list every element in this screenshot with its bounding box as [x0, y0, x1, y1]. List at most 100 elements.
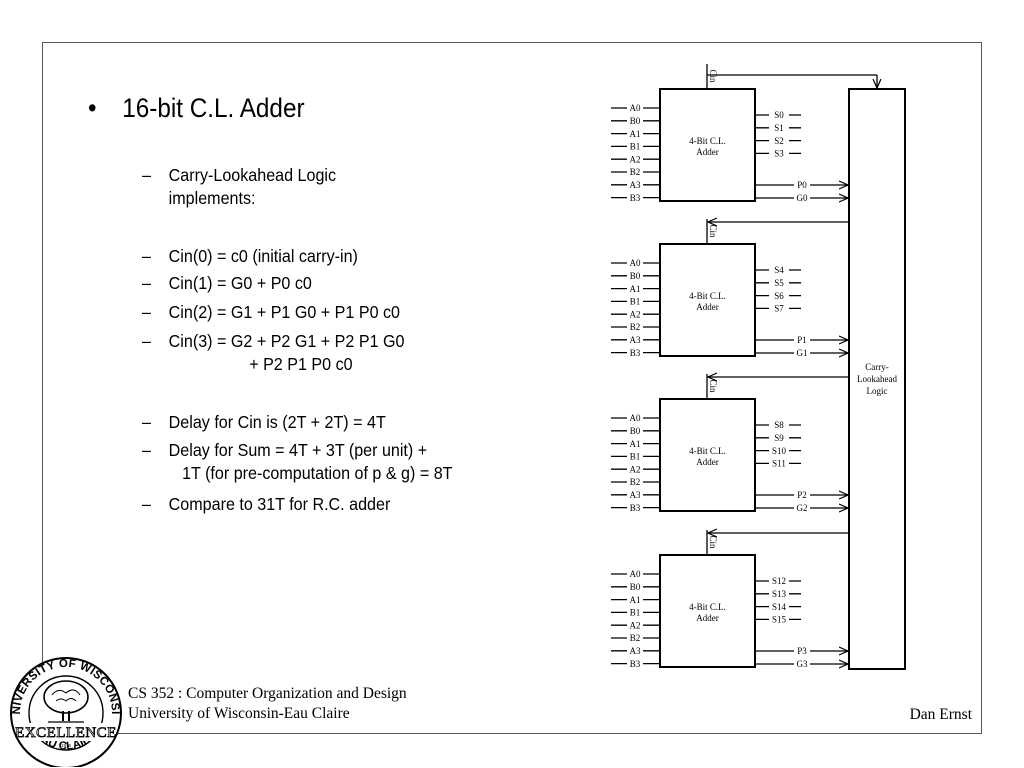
input-label: B1	[630, 297, 641, 307]
input-label-bg	[627, 426, 643, 436]
input-label-bg	[627, 569, 643, 579]
input-label: A1	[630, 439, 641, 449]
input-label: A1	[630, 129, 641, 139]
input-label-bg	[627, 284, 643, 294]
input-label-bg	[627, 258, 643, 268]
pg-label-bg	[794, 348, 810, 358]
seal-middle-text: EXCELLENCE	[15, 725, 117, 741]
input-label: B0	[630, 582, 641, 592]
input-label: A1	[630, 595, 641, 605]
sum-label-bg	[769, 148, 789, 158]
sum-label-bg	[769, 278, 789, 288]
pg-label: G1	[797, 348, 808, 358]
input-label: B3	[630, 348, 641, 358]
input-label-bg	[627, 607, 643, 617]
input-label-bg	[627, 348, 643, 358]
sum-label: S2	[774, 136, 784, 146]
item-line: Delay for Cin is (2T + 2T) = 4T	[168, 412, 386, 432]
pg-label-bg	[794, 335, 810, 345]
input-label-bg	[627, 464, 643, 474]
input-label: A0	[630, 103, 641, 113]
input-label-bg	[627, 116, 643, 126]
sum-label: S10	[772, 446, 787, 456]
input-label: A2	[630, 620, 641, 630]
input-label: A1	[630, 284, 641, 294]
sum-label: S4	[774, 265, 784, 275]
pg-label: P0	[797, 180, 807, 190]
input-label: A0	[630, 413, 641, 423]
input-label: B0	[630, 271, 641, 281]
input-label: B1	[630, 142, 641, 152]
slide-frame	[42, 42, 982, 734]
input-label-bg	[627, 154, 643, 164]
adder-block-label: Adder	[696, 457, 719, 467]
input-label-bg	[627, 490, 643, 500]
input-label-bg	[627, 659, 643, 669]
adder-block	[659, 243, 756, 357]
sum-label: S1	[774, 123, 784, 133]
sum-label-bg	[769, 265, 789, 275]
input-label-bg	[627, 477, 643, 487]
sum-label-bg	[769, 433, 789, 443]
input-label-bg	[627, 193, 643, 203]
university-name: University of Wisconsin-Eau Claire	[128, 705, 350, 722]
pg-label-bg	[794, 659, 810, 669]
sum-label: S3	[774, 149, 784, 159]
input-label: B2	[630, 167, 641, 177]
input-label: B3	[630, 503, 641, 513]
adder-block-label: 4-Bit C.L.	[689, 136, 726, 146]
adder-block-label: 4-Bit C.L.	[689, 291, 726, 301]
input-label: B2	[630, 633, 641, 643]
sum-label-bg	[769, 110, 789, 120]
sum-label-bg	[769, 446, 789, 456]
cla-label: Carry-	[865, 362, 889, 372]
input-label-bg	[627, 309, 643, 319]
item-line: Carry-Lookahead Logic	[168, 165, 337, 185]
item-line: implements:	[168, 188, 256, 208]
sum-label-bg	[769, 420, 789, 430]
item-line: Cin(3) = G2 + P2 G1 + P2 P1 G0	[168, 331, 405, 351]
sum-label: S14	[772, 602, 787, 612]
pg-label-bg	[794, 180, 810, 190]
input-label-bg	[627, 167, 643, 177]
title-text: 16-bit C.L. Adder	[122, 93, 305, 123]
input-label: B3	[630, 659, 641, 669]
title-bullet: •	[88, 93, 97, 123]
adder-block	[659, 398, 756, 512]
input-label: A2	[630, 154, 641, 164]
cin-label: Cin	[708, 379, 718, 393]
sum-label: S11	[772, 459, 786, 469]
input-label-bg	[627, 180, 643, 190]
input-label-bg	[627, 503, 643, 513]
sum-label: S9	[774, 433, 784, 443]
adder-block-label: Adder	[696, 147, 719, 157]
adder-block-label: Adder	[696, 613, 719, 623]
sum-label: S6	[774, 291, 784, 301]
input-label-bg	[627, 129, 643, 139]
adder-block-label: 4-Bit C.L.	[689, 446, 726, 456]
input-label-bg	[627, 141, 643, 151]
sum-label-bg	[769, 303, 789, 313]
input-label: A3	[630, 335, 641, 345]
sum-label: S15	[772, 615, 787, 625]
sum-label-bg	[769, 602, 789, 612]
input-label: A3	[630, 490, 641, 500]
input-label-bg	[627, 595, 643, 605]
course-name: CS 352 : Computer Organization and Desig…	[128, 685, 407, 702]
input-label-bg	[627, 322, 643, 332]
cin-label: Cin	[708, 69, 718, 83]
item-line: Delay for Sum = 4T + 3T (per unit) +	[168, 440, 428, 460]
input-label-bg	[627, 271, 643, 281]
university-seal-logo: UNIVERSITY OF WISCONSIN EAU CLAIRE EXCEL…	[2, 655, 122, 767]
pg-label-bg	[794, 503, 810, 513]
slide-title: • 16-bit C.L. Adder	[88, 93, 305, 124]
input-label-bg	[627, 620, 643, 630]
input-label: B0	[630, 116, 641, 126]
pg-label: P1	[797, 335, 807, 345]
sum-label: S5	[774, 278, 784, 288]
input-label: B1	[630, 452, 641, 462]
sum-label-bg	[769, 136, 789, 146]
adder-block	[659, 88, 756, 202]
cla-block	[848, 88, 906, 670]
author-name: Dan Ernst	[909, 706, 972, 723]
